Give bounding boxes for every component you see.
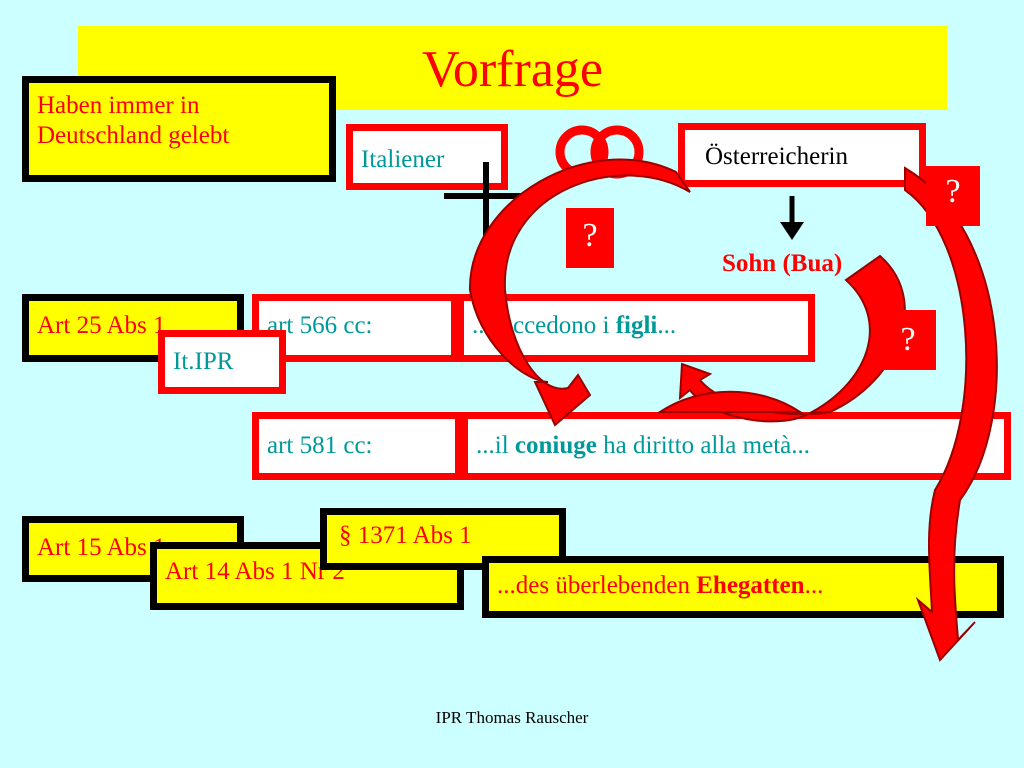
box-lived-line1: Haben immer in bbox=[37, 92, 200, 119]
question-mark-2: ? bbox=[926, 166, 980, 226]
box-italiener: Italiener bbox=[346, 124, 508, 190]
art566-text-bold: figli bbox=[615, 312, 658, 339]
red-curved-arrow-1 bbox=[468, 158, 691, 427]
box-lived-line2: Deutschland gelebt bbox=[37, 122, 230, 149]
box-lived-in-germany: Haben immer in Deutschland gelebt bbox=[22, 76, 336, 182]
art566-text-post: ... bbox=[657, 312, 677, 339]
ueberlebend-text-bold: Ehegatten bbox=[696, 572, 805, 599]
down-arrow-icon bbox=[780, 196, 804, 240]
sohn-label: Sohn (Bua) bbox=[722, 250, 843, 277]
art581-text-post: ha diritto alla metà... bbox=[596, 432, 810, 459]
question-mark-1: ? bbox=[566, 208, 614, 268]
box-oesterreicherin: Österreicherin bbox=[678, 123, 926, 187]
box-art581-label: art 581 cc: bbox=[252, 412, 462, 480]
art581-text-pre: ...il bbox=[476, 432, 515, 459]
ueberlebend-text-post: ... bbox=[804, 572, 824, 599]
red-curved-arrow-3 bbox=[904, 166, 998, 662]
deceased-cross-icon bbox=[444, 162, 528, 240]
page-title: Vorfrage bbox=[422, 41, 603, 98]
footer: IPR Thomas Rauscher bbox=[435, 708, 589, 727]
red-curved-arrow-2 bbox=[656, 254, 906, 423]
question-mark-3: ? bbox=[880, 310, 936, 370]
box-itipr: It.IPR bbox=[158, 330, 286, 394]
art581-text-bold: coniuge bbox=[514, 432, 597, 459]
box-art566-label: art 566 cc: bbox=[252, 294, 458, 362]
box-ueberlebend: ...des überlebenden Ehegatten... bbox=[482, 556, 1004, 618]
ueberlebend-text-pre: ...des überlebenden bbox=[497, 572, 697, 599]
